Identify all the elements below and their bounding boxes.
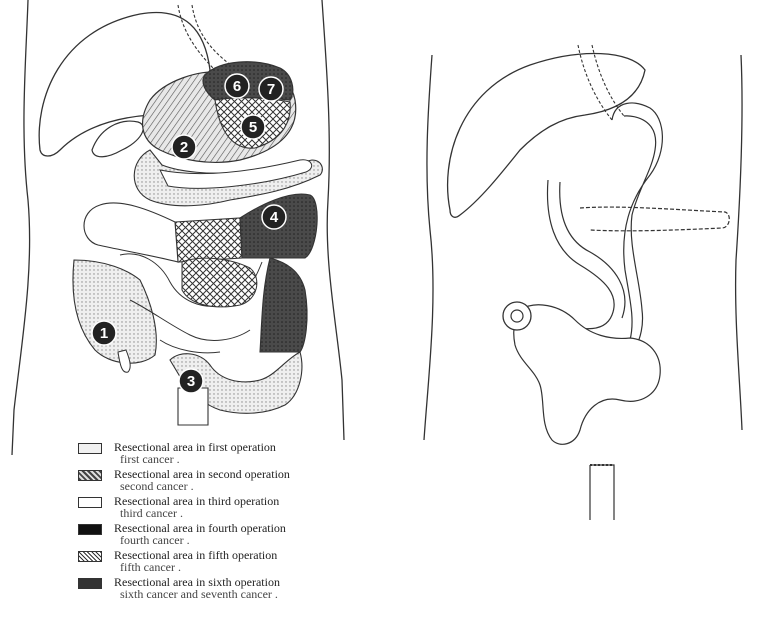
right-liver: [448, 54, 645, 218]
legend-sub: second cancer .: [114, 481, 364, 493]
right-body-outline-right: [736, 55, 742, 430]
legend-sub: sixth cancer and seventh cancer .: [114, 589, 364, 601]
legend-swatch-crosshatch: [78, 551, 102, 562]
legend-item-fifth: Resectional area in fifth operation fift…: [64, 550, 364, 573]
left-body-outline-left: [12, 0, 30, 455]
legend-swatch-solid: [78, 524, 102, 535]
svg-text:5: 5: [249, 119, 257, 136]
right-pancreas: [580, 207, 729, 231]
legend-item-fourth: Resectional area in fourth operation fou…: [64, 523, 364, 546]
right-colon: [514, 305, 660, 445]
legend-sub: first cancer .: [114, 454, 364, 466]
legend-item-first: Resectional area in first operation firs…: [64, 442, 364, 465]
svg-text:3: 3: [187, 373, 195, 390]
left-gallbladder: [92, 121, 143, 157]
marker-2: 2: [172, 135, 196, 159]
left-transverse-colon: [84, 203, 178, 262]
right-jejunal-loop: [612, 103, 662, 345]
left-ascending-colon: [73, 260, 156, 363]
marker-4: 4: [262, 205, 286, 229]
legend-sub: fifth cancer .: [114, 562, 364, 574]
left-mesentery-crosshatch: [182, 258, 257, 307]
legend-item-sixth: Resectional area in sixth operation sixt…: [64, 577, 364, 600]
right-rectal-stump: [590, 465, 614, 520]
svg-text:1: 1: [100, 325, 108, 342]
legend-sub: third cancer .: [114, 508, 364, 520]
svg-text:6: 6: [233, 78, 241, 95]
marker-1: 1: [92, 321, 116, 345]
legend-sub: fourth cancer .: [114, 535, 364, 547]
marker-5: 5: [241, 115, 265, 139]
left-transverse-colon-crosshatch: [175, 218, 242, 262]
svg-text:7: 7: [267, 81, 275, 98]
legend-swatch-hatched: [78, 470, 102, 481]
legend-swatch-dark-dotted: [78, 578, 102, 589]
marker-3: 3: [179, 369, 203, 393]
legend-item-third: Resectional area in third operation thir…: [64, 496, 364, 519]
marker-6: 6: [225, 74, 249, 98]
right-duodenum: [547, 180, 624, 329]
svg-text:4: 4: [270, 209, 279, 226]
right-body-outline-left: [424, 55, 433, 440]
left-body-outline-right: [322, 0, 344, 440]
legend-swatch-blank: [78, 497, 102, 508]
legend-item-second: Resectional area in second operation sec…: [64, 469, 364, 492]
legend: Resectional area in first operation firs…: [64, 442, 364, 604]
left-descending-colon: [260, 258, 307, 352]
svg-text:2: 2: [180, 139, 188, 156]
legend-swatch-dotted: [78, 443, 102, 454]
marker-7: 7: [259, 77, 283, 101]
right-stoma: [503, 302, 531, 330]
